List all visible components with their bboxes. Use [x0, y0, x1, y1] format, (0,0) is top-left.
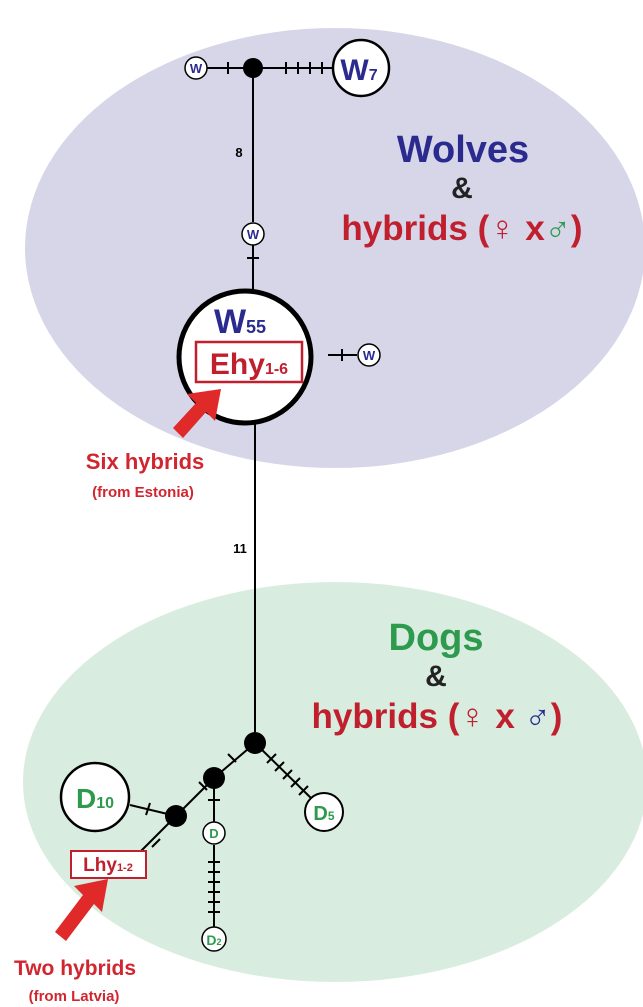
haplotype-d2-label: D2 — [206, 932, 221, 948]
dogs-amp: & — [425, 660, 447, 693]
lhy-hybrid-label: Lhy1-2 — [83, 855, 133, 876]
estonia-annotation-sub: (from Estonia) — [92, 484, 194, 501]
median-vector-middle — [203, 767, 225, 789]
haplotype-w-small-right — [357, 343, 381, 367]
ehy-hybrid-label: Ehy1-6 — [210, 348, 288, 381]
latvia-arrow — [55, 879, 108, 941]
haplotype-d5-label: D5 — [313, 803, 334, 825]
branch-label-middle: 11 — [233, 541, 247, 556]
median-vector-top — [243, 58, 263, 78]
wolves-hybrids-line: hybrids (♀ x♂) — [341, 209, 582, 248]
ehy-hybrid-box — [194, 340, 304, 384]
haplotype-w-small-mid-label: W — [247, 227, 260, 242]
haplotype-d-small-label: D — [209, 826, 218, 841]
mutation-ticks — [145, 62, 343, 913]
lhy-hybrid-box — [70, 850, 147, 879]
estonia-annotation-title: Six hybrids — [86, 449, 205, 474]
median-vector-lower — [165, 805, 187, 827]
wolves-title: Wolves — [397, 129, 529, 171]
median-vector-upper — [244, 732, 266, 754]
haplotype-w-small-mid — [241, 222, 265, 246]
branch-label-upper: 8 — [235, 145, 242, 160]
haplotype-w7 — [331, 38, 391, 98]
wolves-amp: & — [451, 172, 473, 205]
dogs-group-ellipse — [23, 582, 643, 982]
haplotype-d-small — [202, 821, 226, 845]
haplotype-w55-label: W55 — [214, 303, 266, 341]
haplotype-w-small-left — [184, 56, 208, 80]
haplotype-w-small-right-label: W — [363, 348, 376, 363]
haplotype-w7-label: W7 — [340, 54, 377, 87]
haplotype-w-small-left-label: W — [190, 61, 203, 76]
haplotype-d2 — [201, 926, 227, 952]
latvia-annotation-title: Two hybrids — [14, 957, 136, 980]
dogs-title: Dogs — [389, 617, 484, 659]
estonia-arrow — [173, 389, 221, 438]
haplotype-d5 — [304, 792, 344, 832]
wolves-group-ellipse — [25, 28, 643, 468]
dogs-hybrids-line: hybrids (♀ x ♂) — [312, 697, 563, 736]
haplotype-d10-label: D10 — [76, 783, 114, 814]
haplotype-d10 — [59, 761, 131, 833]
latvia-annotation-sub: (from Latvia) — [29, 988, 120, 1005]
